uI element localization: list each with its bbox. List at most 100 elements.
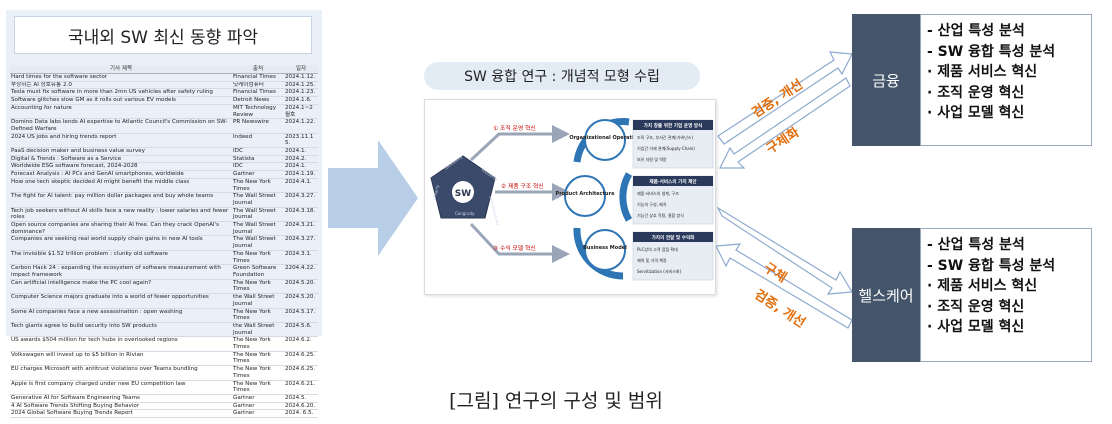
branch-arrow	[469, 125, 570, 162]
news-date-cell: 2024.3.21.	[284, 221, 318, 237]
table-row: Computer Science majors graduate into a …	[10, 293, 318, 309]
table-row: The fight for AI talent: pay million dol…	[10, 192, 318, 208]
news-title-cell: US awards $504 million for tech hubs in …	[10, 336, 232, 352]
sector-finance-item: · 사업 모델 혁신	[927, 105, 1025, 121]
news-source-cell: Financial Times	[232, 73, 284, 82]
col-date-header: 일자	[284, 65, 318, 74]
news-source-cell: The Wall Street Journal	[232, 235, 284, 251]
table-row: 4 AI Software Trends Shifting Buying Beh…	[10, 402, 318, 411]
news-date-cell: 2023.11.15.	[284, 133, 318, 149]
news-title-cell: 2024 Global Software Buying Trends Repor…	[10, 409, 232, 419]
news-date-cell: 2024.5.20.	[284, 293, 318, 309]
branch-label: ① 조직 운영 혁신	[493, 124, 536, 132]
news-date-cell: 2024.5.20.	[284, 279, 318, 295]
detail-item: 제약 및 가격 책정	[637, 257, 667, 263]
news-source-cell: The New York Times	[232, 308, 284, 323]
news-source-cell: Gartner	[232, 170, 284, 179]
news-source-cell: the Wall Street Journal	[232, 293, 284, 309]
col-title-header: 기사 제목	[10, 65, 232, 74]
table-row: Carbon Hack 24 : expanding the ecosystem…	[10, 264, 318, 280]
cycle-node-label: Organizational Operation	[569, 135, 641, 141]
table-row: Domino Data labs lends AI expertise to A…	[10, 118, 318, 134]
sector-healthcare-item: · 제품 서비스 혁신	[927, 278, 1038, 294]
news-date-cell: 2024.1.25.	[284, 81, 318, 90]
sector-healthcare-item: - 산업 특성 분석	[927, 237, 1025, 253]
news-date-cell: 2024.1.	[284, 147, 318, 156]
cycle-diagram: Organizational Operation Product Archite…	[556, 118, 641, 280]
news-title-cell: Software glitches slow GM as it rolls ou…	[10, 96, 232, 105]
news-source-cell: Detroit News	[232, 96, 284, 105]
news-title-cell: Apple is first company charged under new…	[10, 380, 232, 395]
news-date-cell: 2024.4.1.	[284, 178, 318, 194]
news-date-cell: 2204.4.22.	[284, 264, 318, 280]
news-title-cell: Open source companies are sharing their …	[10, 221, 232, 237]
news-source-cell: The Wall Street Journal	[232, 221, 284, 237]
news-date-cell: 2024.3.27.	[284, 235, 318, 251]
table-row: Digital & Trends : Software as a Service…	[10, 155, 318, 164]
news-title-cell: 부상하는 AI 상호유통 2.0	[10, 81, 232, 90]
table-row: Some AI companies face a new assassinati…	[10, 308, 318, 323]
news-date-cell: 2024.5.6.	[284, 322, 318, 338]
news-source-cell: The New York Times	[232, 336, 284, 352]
news-date-cell: 2024.3.1.	[284, 250, 318, 266]
cycle-node-label: Business Model	[583, 245, 627, 251]
table-row: Open source companies are sharing their …	[10, 221, 318, 237]
sector-healthcare-item: · 사업 모델 혁신	[927, 319, 1025, 335]
table-row: 2024 Global Software Buying Trends Repor…	[10, 409, 318, 419]
news-source-cell: The New York Times	[232, 178, 284, 194]
news-date-cell: 2024.1.6.	[284, 96, 318, 105]
news-title-cell: 4 AI Software Trends Shifting Buying Beh…	[10, 402, 232, 411]
table-row: US awards $504 million for tech hubs in …	[10, 336, 318, 352]
arrow-down-icon	[716, 243, 853, 329]
detail-item: 보유 자원 및 역량	[637, 156, 667, 162]
news-source-cell: IDC	[232, 147, 284, 156]
flow-arrow-icon	[328, 140, 418, 256]
table-row: Software glitches slow GM as it rolls ou…	[10, 96, 318, 105]
detail-item: Servitization (서비스화)	[637, 268, 682, 274]
news-date-cell: 2024.1.19.	[284, 170, 318, 179]
news-title-cell: Some AI companies face a new assassinati…	[10, 308, 232, 323]
news-date-cell: 2024.6.2.	[284, 336, 318, 352]
sector-finance-list: - 산업 특성 분석 - SW 융합 특성 분석 · 제품 서비스 혁신 · 조…	[920, 14, 1092, 146]
cycle-node-label: Product Architecture	[556, 191, 616, 197]
news-source-cell: the Wall Street Journal	[232, 322, 284, 338]
sector-finance-label: 금융	[852, 14, 920, 146]
news-panel-title: 국내외 SW 최신 동향 파악	[14, 16, 312, 54]
news-title-cell: Carbon Hack 24 : expanding the ecosystem…	[10, 264, 232, 280]
table-row: Apple is first company charged under new…	[10, 380, 318, 395]
news-date-cell: 2024.1~2월호	[284, 104, 318, 120]
news-title-cell: Companies are seeking real world supply …	[10, 235, 232, 251]
detail-item: 조직 구조, 부서간 관계(거버넌스)	[637, 134, 693, 140]
news-date-cell: 2024.6.21.	[284, 380, 318, 395]
news-title-cell: Accounting for nature	[10, 104, 232, 120]
table-row: Companies are seeking real world supply …	[10, 235, 318, 251]
news-source-cell: Financial Times	[232, 88, 284, 98]
sector-healthcare-list: - 산업 특성 분석 - SW 융합 특성 분석 · 제품 서비스 혁신 · 조…	[920, 228, 1092, 362]
news-title-cell: The invisible $1.52 trillion problem : c…	[10, 250, 232, 266]
col-source-header: 출처	[232, 65, 284, 74]
news-title-cell: Hard times for the software sector	[10, 73, 232, 82]
sector-finance-item: - SW 융합 특성 분석	[927, 43, 1056, 60]
news-title-cell: Tech giants agree to build security into…	[10, 322, 232, 338]
sector-finance-item: · 제품 서비스 혁신	[927, 64, 1038, 80]
feedback-arrows	[716, 51, 854, 329]
news-title-cell: How one tech skeptic decided AI might be…	[10, 178, 232, 194]
sector-healthcare-item: - SW 융합 특성 분석	[927, 257, 1056, 274]
table-row: Volkswagen will invest up to $5 billion …	[10, 351, 318, 367]
news-title-cell: Worldwide ESG software forecast, 2024-20…	[10, 162, 232, 172]
news-title-cell: 2024 US jobs and hiring trends report	[10, 133, 232, 149]
detail-item: 기능간 상호 작용, 결합 방식	[637, 212, 684, 218]
hub-ring-label: Integrity	[432, 184, 440, 201]
news-date-cell: 2024.1.12.	[284, 73, 318, 82]
news-source-cell: Indeed	[232, 133, 284, 149]
hub-ring-label: Congruity	[455, 211, 475, 216]
news-title-cell: The fight for AI talent: pay million dol…	[10, 192, 232, 208]
news-source-cell: The Wall Street Journal	[232, 192, 284, 208]
arrow-down-icon	[716, 206, 854, 295]
news-source-cell: The New York Times	[232, 250, 284, 266]
detail-heading: 가치 창출 위한 기업 운영 방식	[644, 122, 703, 129]
news-title-cell: Computer Science majors graduate into a …	[10, 293, 232, 309]
news-source-cell: Gartner	[232, 394, 284, 403]
detail-box: 가치의 전달 및 수익화 PLC상의 고객 접점 확대 제약 및 가격 책정 S…	[632, 231, 714, 281]
